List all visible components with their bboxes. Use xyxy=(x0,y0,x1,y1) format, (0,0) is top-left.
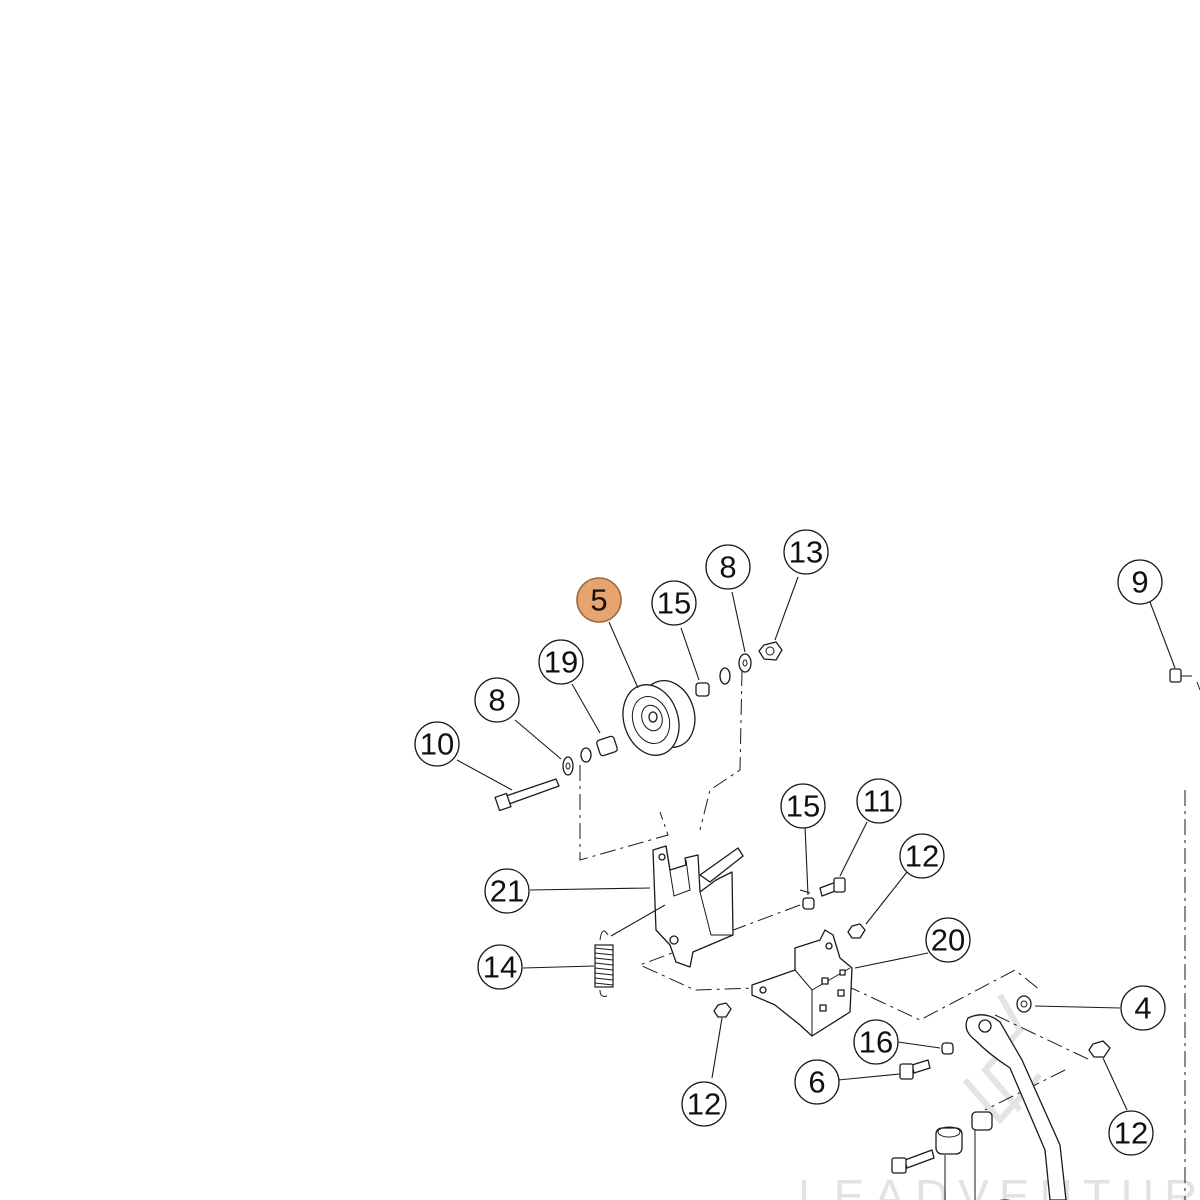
part-spring-14 xyxy=(594,930,614,997)
callout-6[interactable]: 6 xyxy=(794,1059,840,1105)
part-bolt-lower xyxy=(891,1149,935,1174)
part-washer-8-right xyxy=(719,667,731,685)
callout-14[interactable]: 14 xyxy=(477,944,523,990)
part-bolt-6 xyxy=(899,1059,931,1080)
callout-12-right[interactable]: 12 xyxy=(1108,1110,1154,1156)
part-nut-16 xyxy=(941,1042,954,1055)
callout-16-label: 16 xyxy=(859,1025,893,1060)
assembly-lines xyxy=(579,669,1186,1200)
callout-9[interactable]: 9 xyxy=(1117,559,1163,605)
callout-21[interactable]: 21 xyxy=(484,868,530,914)
part-bracket-20 xyxy=(751,929,853,1037)
part-nut-15-top xyxy=(695,682,710,697)
watermark-text: LEADVENTURE xyxy=(798,1170,1200,1200)
part-bolt-10 xyxy=(494,778,560,812)
part-nut-12-upper xyxy=(847,923,866,939)
callout-8-upper-label: 8 xyxy=(719,550,736,585)
callout-21-label: 21 xyxy=(490,874,524,909)
callout-15-upper[interactable]: 15 xyxy=(651,580,697,626)
part-bracket-21 xyxy=(652,845,744,968)
callout-12-left-label: 12 xyxy=(687,1087,721,1122)
callout-6-label: 6 xyxy=(808,1065,825,1100)
part-spacer-lower-small xyxy=(971,1111,993,1131)
callout-15-lower[interactable]: 15 xyxy=(780,783,826,829)
callout-4-label: 4 xyxy=(1134,991,1151,1026)
callout-20[interactable]: 20 xyxy=(925,917,971,963)
part-nut-12-left xyxy=(713,1002,732,1018)
part-spacer-19 xyxy=(596,735,618,757)
part-washer-8-right-b xyxy=(738,653,752,673)
part-washer-4 xyxy=(1016,995,1032,1013)
callout-16[interactable]: 16 xyxy=(853,1019,899,1065)
part-washer-8-left xyxy=(562,756,574,776)
callout-5-label: 5 xyxy=(590,583,607,618)
part-nut-12-right xyxy=(1088,1040,1111,1058)
callout-11-label: 11 xyxy=(863,784,895,819)
watermark: LEADVENTURE xyxy=(798,993,1200,1200)
callout-14-label: 14 xyxy=(483,950,517,985)
callout-13[interactable]: 13 xyxy=(783,529,829,575)
callout-19-label: 19 xyxy=(544,645,578,680)
callout-13-label: 13 xyxy=(789,535,823,570)
part-washer-lower xyxy=(580,747,592,763)
callout-10-label: 10 xyxy=(420,727,454,762)
callout-20-label: 20 xyxy=(931,923,965,958)
part-bolt-9 xyxy=(1169,668,1192,683)
callout-12-upper[interactable]: 12 xyxy=(899,833,945,879)
callout-9-label: 9 xyxy=(1131,565,1148,600)
part-nut-13 xyxy=(758,641,783,661)
callout-12-left[interactable]: 12 xyxy=(681,1081,727,1127)
callout-8-upper[interactable]: 8 xyxy=(705,544,751,590)
callout-4[interactable]: 4 xyxy=(1120,985,1166,1031)
part-pulley-5 xyxy=(622,680,696,756)
callout-8-left-label: 8 xyxy=(488,683,505,718)
callout-12-upper-label: 12 xyxy=(905,839,939,874)
callout-5[interactable]: 5 xyxy=(576,577,622,623)
part-nut-15-lower xyxy=(802,897,815,910)
callout-8-left[interactable]: 8 xyxy=(474,677,520,723)
callout-11[interactable]: 11 xyxy=(856,778,902,824)
part-spacer-lower xyxy=(935,1126,963,1155)
callout-19[interactable]: 19 xyxy=(538,639,584,685)
leader-lines xyxy=(456,576,1176,1111)
callout-15-lower-label: 15 xyxy=(786,789,820,824)
callout-15-upper-label: 15 xyxy=(657,586,691,621)
part-bolt-11 xyxy=(819,877,846,897)
callout-10[interactable]: 10 xyxy=(414,721,460,767)
part-arm xyxy=(965,1014,1067,1200)
callout-12-right-label: 12 xyxy=(1114,1116,1148,1151)
